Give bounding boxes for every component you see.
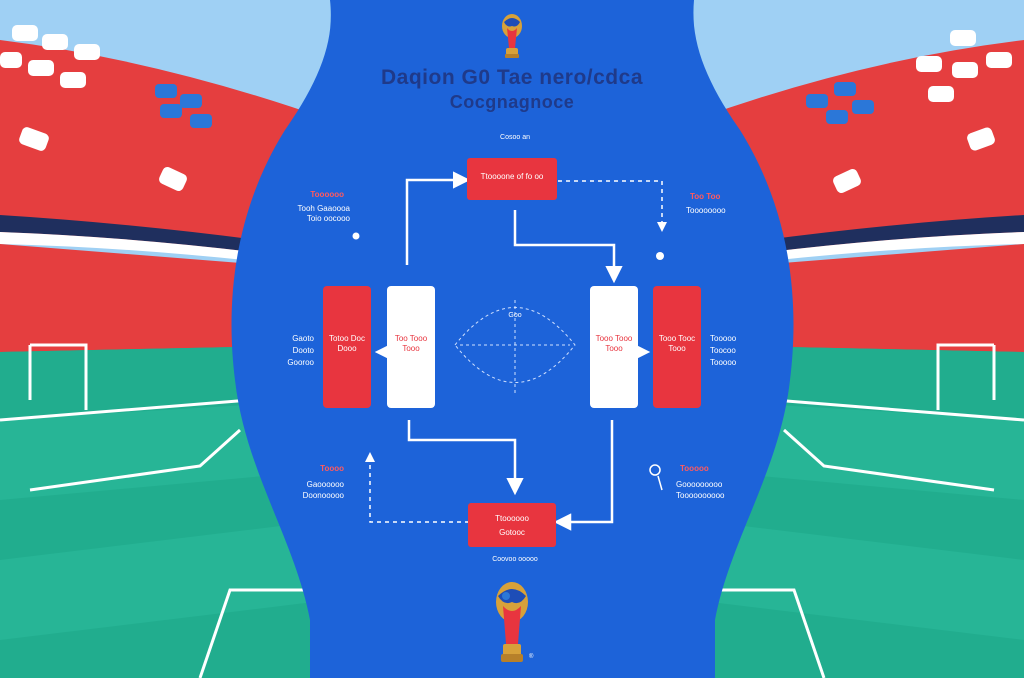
- note-bottom-right-title: Tooooo: [680, 464, 709, 473]
- left-white-panel-label: Too Tooo Tooo: [394, 334, 428, 353]
- right-red-panel: [653, 286, 701, 408]
- note-bottom-left-title: Toooo: [320, 464, 344, 473]
- left-red-panel: [323, 286, 371, 408]
- page-title: Daqion G0 Tae nero/cdca: [380, 66, 643, 89]
- right-red-panel-label: Tooo Tooc Tooo: [658, 334, 696, 353]
- note-mid-right-line: Tooooo: [710, 358, 737, 367]
- note-bottom-right-line: Toooooooooo: [676, 491, 725, 500]
- note-mid-right-line: Toocoo: [710, 346, 736, 355]
- note-bottom-left-line: Gaoooooo: [306, 480, 344, 489]
- note-bottom-right-line: Gooooooooo: [676, 480, 723, 489]
- world-cup-trophy-icon: [502, 14, 522, 58]
- bottom-process-sublabel: Gotooc: [499, 528, 525, 537]
- right-white-panel-label: Tooo Tooo Tooo: [595, 334, 633, 353]
- note-bottom-left-line: Doonooooo: [302, 491, 344, 500]
- note-mid-right-line: Tooooo: [710, 334, 737, 343]
- world-cup-trophy-icon: [496, 582, 528, 662]
- note-top-right-line: Toooooooo: [686, 206, 726, 215]
- note-mid-left-line: Gooroo: [287, 358, 314, 367]
- top-process-box: [467, 158, 557, 200]
- bottom-box-caption: Coovoo ooooo: [492, 556, 538, 563]
- right-white-panel: [590, 286, 638, 408]
- left-red-panel-label: Totoo Doc Dooo: [328, 334, 366, 353]
- bottom-process-box: [468, 503, 556, 547]
- page-subtitle: Cocgnagnoce: [449, 92, 575, 112]
- note-mid-left-line: Dooto: [292, 346, 314, 355]
- note-mid-left-line: Gaoto: [292, 334, 314, 343]
- bottom-process-label: Ttoooooo: [495, 514, 529, 523]
- top-process-label: Ttoooone of fo oo: [480, 172, 544, 181]
- left-white-panel: [387, 286, 435, 408]
- note-top-left-title: Toooooo: [310, 190, 344, 199]
- center-mark: Goo: [508, 312, 522, 319]
- note-top-left-line: Toio oocooo: [306, 214, 350, 223]
- note-top-right-title: Too Too: [690, 192, 721, 201]
- trademark-mark: ®: [529, 654, 534, 660]
- top-box-caption: Cosoo an: [500, 134, 530, 141]
- note-top-left-line: Tooh Gaaoooa: [297, 204, 351, 213]
